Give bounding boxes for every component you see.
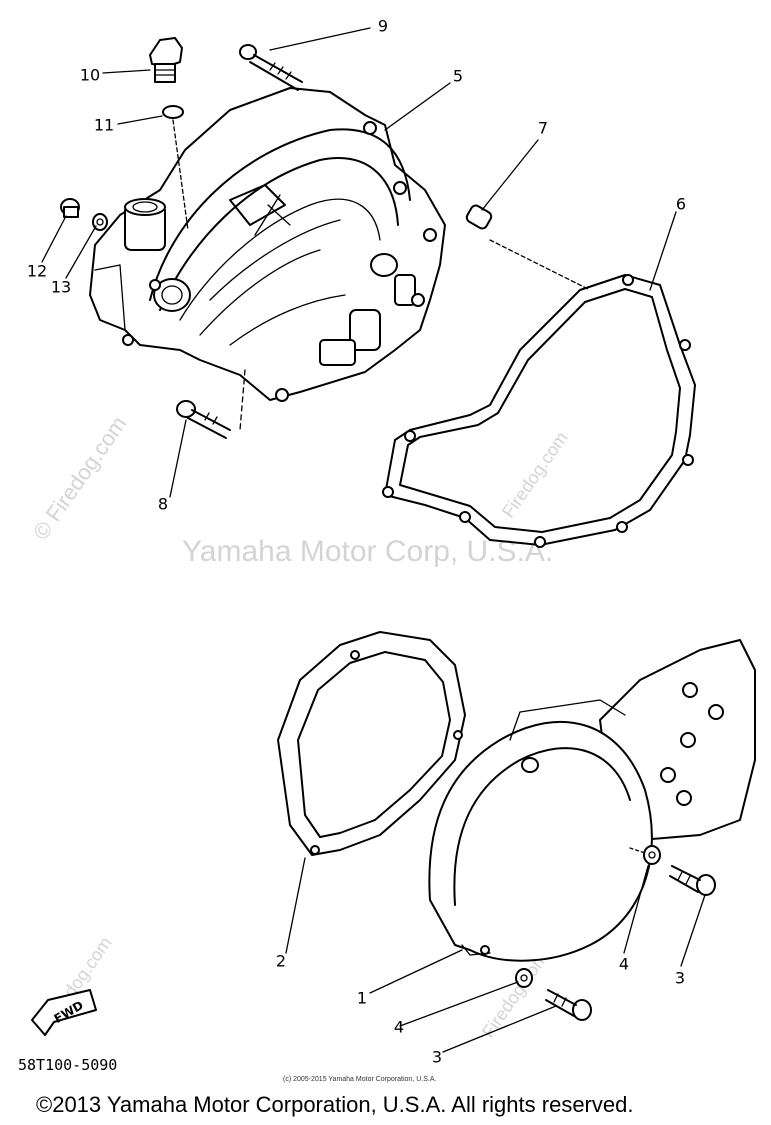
callout-11: 11 [93,115,115,135]
callout-3-lower: 3 [431,1047,443,1067]
gasket-6 [382,239,696,548]
forward-arrow-icon [31,989,97,1036]
callout-5: 5 [452,66,464,86]
side-cover-1 [428,639,756,962]
crankcase-cover [89,87,446,402]
callout-9: 9 [377,16,389,36]
callout-6: 6 [675,194,687,214]
callout-7: 7 [537,118,549,138]
bolt-9 [239,44,303,91]
callout-1: 1 [356,988,368,1008]
bolt-12-washer-13 [60,198,108,231]
bolt-8 [176,369,246,439]
leader-lines [41,27,706,1053]
callout-3-upper: 3 [674,968,686,988]
callout-4-upper: 4 [618,954,630,974]
callout-13: 13 [50,277,72,297]
callout-4-lower: 4 [393,1017,405,1037]
callout-8: 8 [157,494,169,514]
small-copyright: (c) 2005-2015 Yamaha Motor Corporation, … [283,1076,437,1083]
diagram-code: 58T100-5090 [18,1056,118,1074]
callout-10: 10 [79,65,101,85]
oil-filler-plug [149,37,189,231]
gasket-2 [277,631,466,856]
callout-2: 2 [275,951,287,971]
copyright-footer: ©2013 Yamaha Motor Corporation, U.S.A. A… [36,1092,634,1117]
washer-bolt-set [515,845,716,1021]
callout-12: 12 [26,261,48,281]
dowel-7 [465,204,493,230]
